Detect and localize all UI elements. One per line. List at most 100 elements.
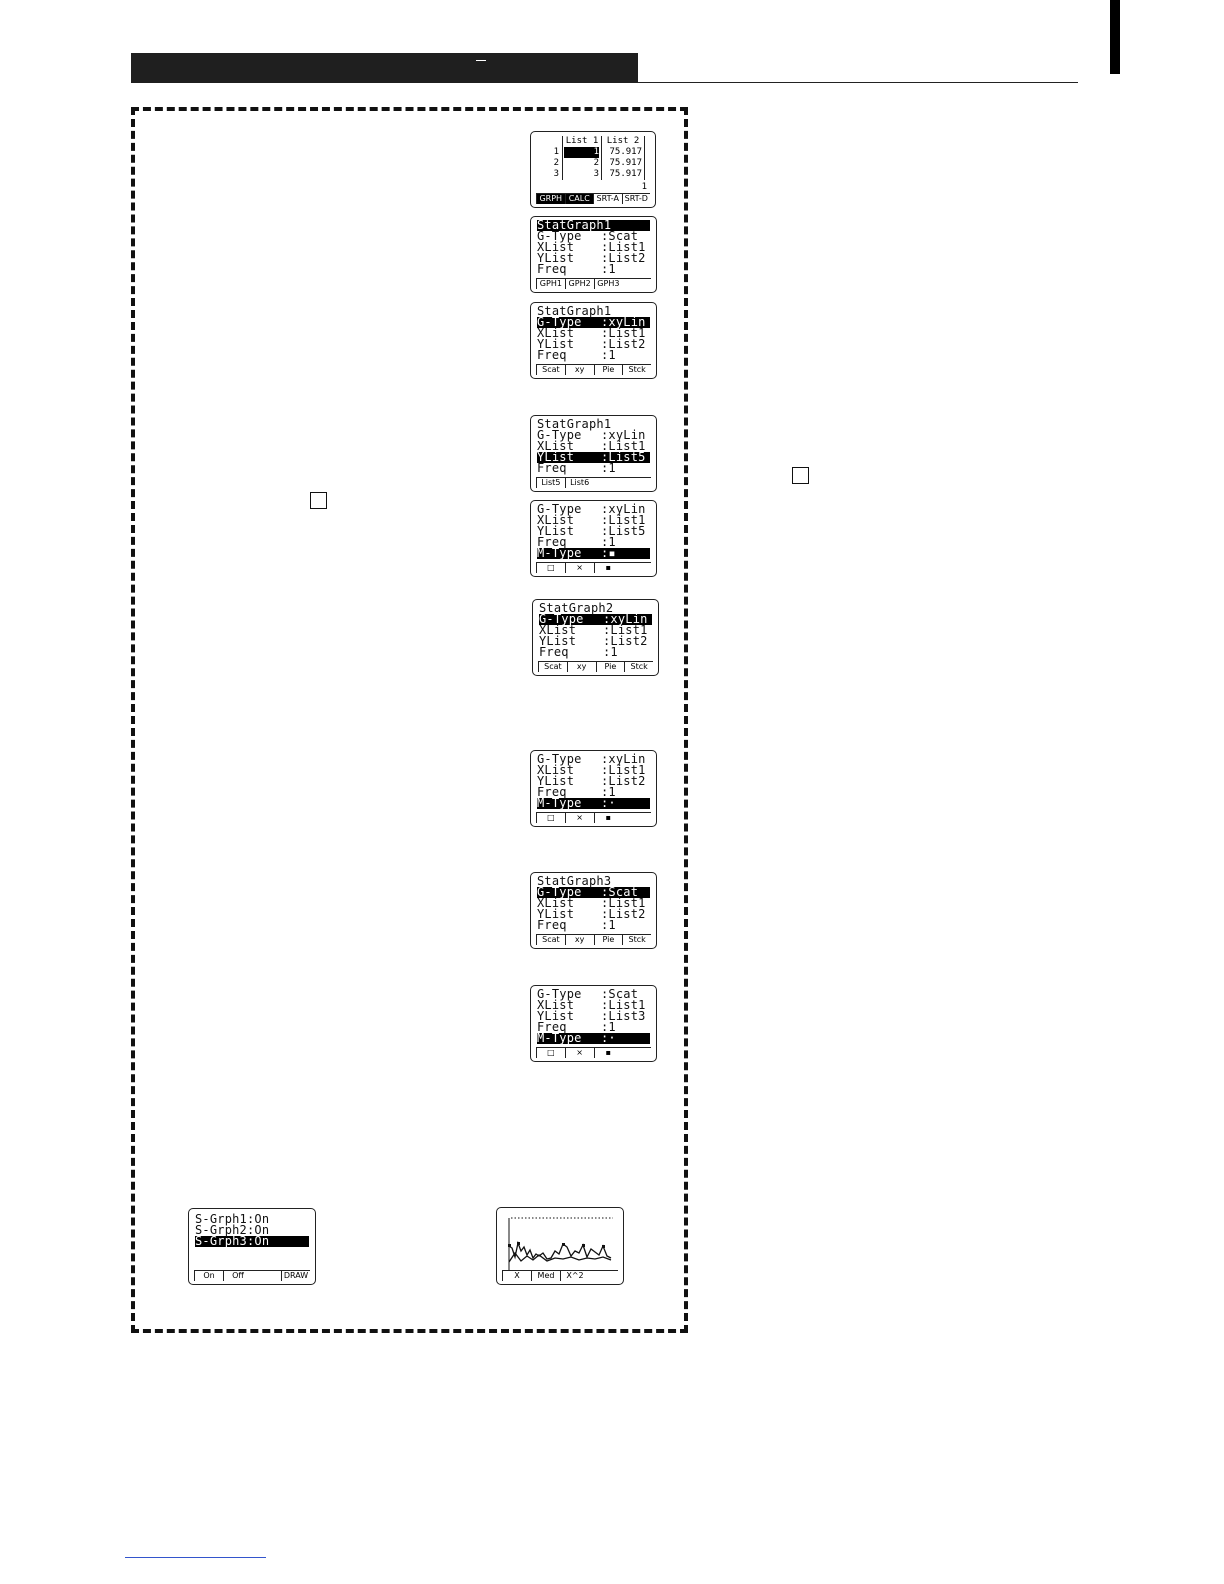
setting-row[interactable]: XList:List1 xyxy=(537,514,650,526)
setting-value: :List2 xyxy=(601,337,646,351)
fkey-x-squared[interactable]: X^2 xyxy=(560,1271,589,1281)
function-key[interactable]: × xyxy=(564,563,594,573)
setting-row[interactable]: XList:List1 xyxy=(537,327,650,339)
sgraph-row[interactable]: S-Grph2:On xyxy=(195,1223,270,1237)
setting-row[interactable]: YList:List2 xyxy=(537,252,650,264)
setting-row[interactable]: YList:List2 xyxy=(537,908,650,920)
fkey-x[interactable]: X xyxy=(502,1271,531,1281)
row-number: 3 xyxy=(553,169,559,179)
function-key[interactable]: GPH3 xyxy=(593,279,623,289)
function-key[interactable]: GPH1 xyxy=(536,279,565,289)
list-cell[interactable]: 75.917 xyxy=(609,147,642,157)
function-key[interactable]: xy xyxy=(564,935,594,945)
setting-row[interactable]: YList:List2 xyxy=(539,635,652,647)
function-key[interactable]: Pie xyxy=(593,365,623,375)
setting-label: G-Type xyxy=(537,502,582,516)
setting-label: XList xyxy=(537,896,575,910)
setting-row[interactable]: XList:List1 xyxy=(539,624,652,636)
setting-row[interactable]: XList:List1 xyxy=(537,896,650,910)
fkey-grph[interactable]: GRPH xyxy=(536,194,565,204)
function-key[interactable]: Pie xyxy=(595,662,625,672)
list-cell[interactable]: 75.917 xyxy=(609,169,642,179)
setting-row[interactable]: StatGraph1 xyxy=(537,418,650,430)
setting-value: :List2 xyxy=(601,774,646,788)
setting-row[interactable]: YList:List5 xyxy=(537,525,650,537)
function-key[interactable]: □ xyxy=(536,813,565,823)
setting-row[interactable]: M-Type:· xyxy=(537,797,650,809)
function-key[interactable]: Scat xyxy=(536,365,565,375)
list-cell[interactable]: 2 xyxy=(593,158,599,168)
setting-row[interactable]: StatGraph1 xyxy=(537,305,650,317)
function-key[interactable]: × xyxy=(564,813,594,823)
list-editor-screen: List 1 List 2 1 1 75.917 2 2 75.917 3 3 … xyxy=(530,131,656,208)
function-key[interactable]: ▪ xyxy=(593,563,623,573)
setting-row[interactable]: StatGraph1 xyxy=(537,219,650,231)
function-key[interactable]: □ xyxy=(536,1048,565,1058)
setting-value: :1 xyxy=(601,461,616,475)
setting-row[interactable]: G-Type:xyLin xyxy=(537,429,650,441)
function-key[interactable]: Scat xyxy=(536,935,565,945)
function-key[interactable]: List5 xyxy=(536,478,565,488)
setting-value: :xyLin xyxy=(603,612,648,626)
function-key[interactable]: × xyxy=(564,1048,594,1058)
setting-row[interactable]: YList:List3 xyxy=(537,1010,650,1022)
function-key[interactable]: xy xyxy=(566,662,596,672)
sgraph-row[interactable]: S-Grph1:On xyxy=(195,1212,270,1226)
function-key[interactable]: Pie xyxy=(593,935,623,945)
function-key[interactable]: ▪ xyxy=(593,813,623,823)
list-cell[interactable]: 3 xyxy=(593,169,599,179)
setting-row[interactable]: Freq:1 xyxy=(539,646,652,658)
list-cell[interactable]: 1 xyxy=(564,147,599,158)
list-cell[interactable]: 75.917 xyxy=(609,158,642,168)
setting-row[interactable]: Freq:1 xyxy=(537,263,650,275)
function-key[interactable]: Stck xyxy=(622,365,651,375)
setting-row[interactable]: G-Type:xyLin xyxy=(537,316,650,328)
function-key[interactable]: Scat xyxy=(538,662,567,672)
setting-row[interactable]: G-Type:xyLin xyxy=(539,612,652,626)
setting-row[interactable]: G-Type:Scat xyxy=(537,988,650,1000)
setting-row[interactable]: M-Type:▪ xyxy=(537,547,650,559)
fkey-off[interactable]: Off xyxy=(223,1271,252,1281)
fkey-calc[interactable]: CALC xyxy=(564,194,593,204)
setting-label: XList xyxy=(537,763,575,777)
fkey-med[interactable]: Med xyxy=(531,1271,560,1281)
fkey-draw[interactable]: DRAW xyxy=(281,1271,310,1281)
fkey-srt-d[interactable]: SRT-D xyxy=(621,194,651,204)
setting-row[interactable]: G-Type:Scat xyxy=(537,886,650,898)
setting-row[interactable]: G-Type:xyLin xyxy=(537,502,650,516)
function-key[interactable]: List6 xyxy=(564,478,594,488)
setting-row[interactable]: Freq:1 xyxy=(537,536,650,548)
setting-row[interactable]: StatGraph2 xyxy=(539,602,652,614)
setting-row[interactable]: M-Type:· xyxy=(537,1032,650,1044)
setting-row[interactable]: YList:List2 xyxy=(537,774,650,788)
function-key[interactable]: □ xyxy=(536,563,565,573)
function-key[interactable]: GPH2 xyxy=(564,279,594,289)
setting-row[interactable]: Freq:1 xyxy=(537,919,650,931)
setting-row[interactable]: XList:List1 xyxy=(537,763,650,777)
setting-row[interactable]: Freq:1 xyxy=(537,1020,650,1034)
setting-label: YList xyxy=(537,337,575,351)
setting-row[interactable]: XList:List1 xyxy=(537,241,650,253)
setting-row[interactable]: G-Type:xyLin xyxy=(537,753,650,765)
setting-label: Freq xyxy=(537,1020,567,1034)
setting-row[interactable]: YList :List2 xyxy=(537,337,650,351)
setting-row[interactable]: Freq:1 xyxy=(537,461,650,475)
function-key[interactable]: ▪ xyxy=(593,1048,623,1058)
setting-label: XList xyxy=(537,998,575,1012)
setting-row[interactable]: YList:List5 xyxy=(537,451,650,463)
sgraph-select-screen: S-Grph1:On S-Grph2:On S-Grph3:On On Off … xyxy=(188,1208,316,1285)
function-key[interactable]: Stck xyxy=(624,662,653,672)
sgraph-row[interactable]: S-Grph3:On xyxy=(195,1235,309,1247)
function-key[interactable]: xy xyxy=(564,365,594,375)
fkey-on[interactable]: On xyxy=(194,1271,223,1281)
function-key[interactable]: Stck xyxy=(622,935,651,945)
setting-value: :Scat xyxy=(601,229,639,243)
setting-row[interactable]: Freq:1 xyxy=(537,786,650,798)
setting-row[interactable]: G-Type:Scat xyxy=(537,229,650,243)
setting-row[interactable]: Freq:1 xyxy=(537,349,650,361)
setting-row[interactable]: StatGraph3 xyxy=(537,875,650,887)
setting-row[interactable]: XList:List1 xyxy=(537,998,650,1012)
setting-row[interactable]: XList:List1 xyxy=(537,440,650,452)
fkey-srt-a[interactable]: SRT-A xyxy=(593,194,622,204)
